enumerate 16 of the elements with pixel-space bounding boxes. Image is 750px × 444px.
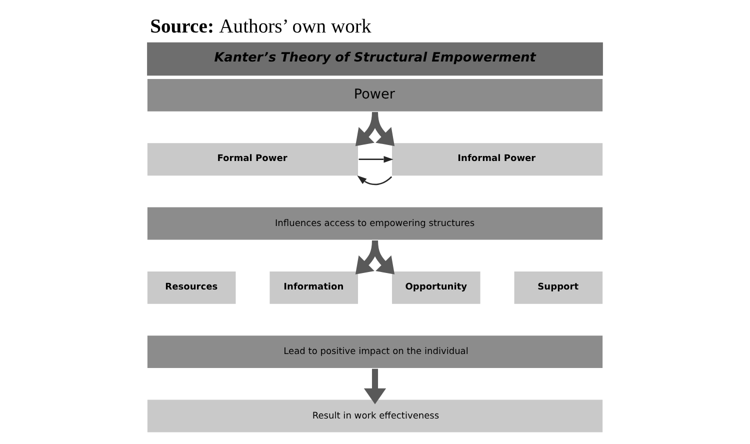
node-box: Resources	[146, 270, 238, 306]
arrow	[358, 156, 394, 163]
node-box: Formal Power	[146, 142, 360, 178]
node-box: Information	[268, 270, 360, 306]
node-box: Influences access to empowering structures	[146, 206, 604, 242]
arrow	[364, 368, 386, 404]
node-box: Result in work effectiveness	[146, 398, 604, 434]
node-box: Informal Power	[390, 142, 604, 178]
node-box: Power	[146, 77, 604, 113]
node-box: Lead to positive impact on the individual	[146, 334, 604, 370]
node-box: Opportunity	[390, 270, 482, 306]
arrow	[372, 112, 395, 146]
caption: Source: Authors’ own work	[150, 16, 372, 38]
diagram-title: Kanter’s Theory of Structural Empowerment	[214, 50, 536, 66]
arrow	[357, 175, 392, 186]
node-box: Support	[512, 270, 604, 306]
